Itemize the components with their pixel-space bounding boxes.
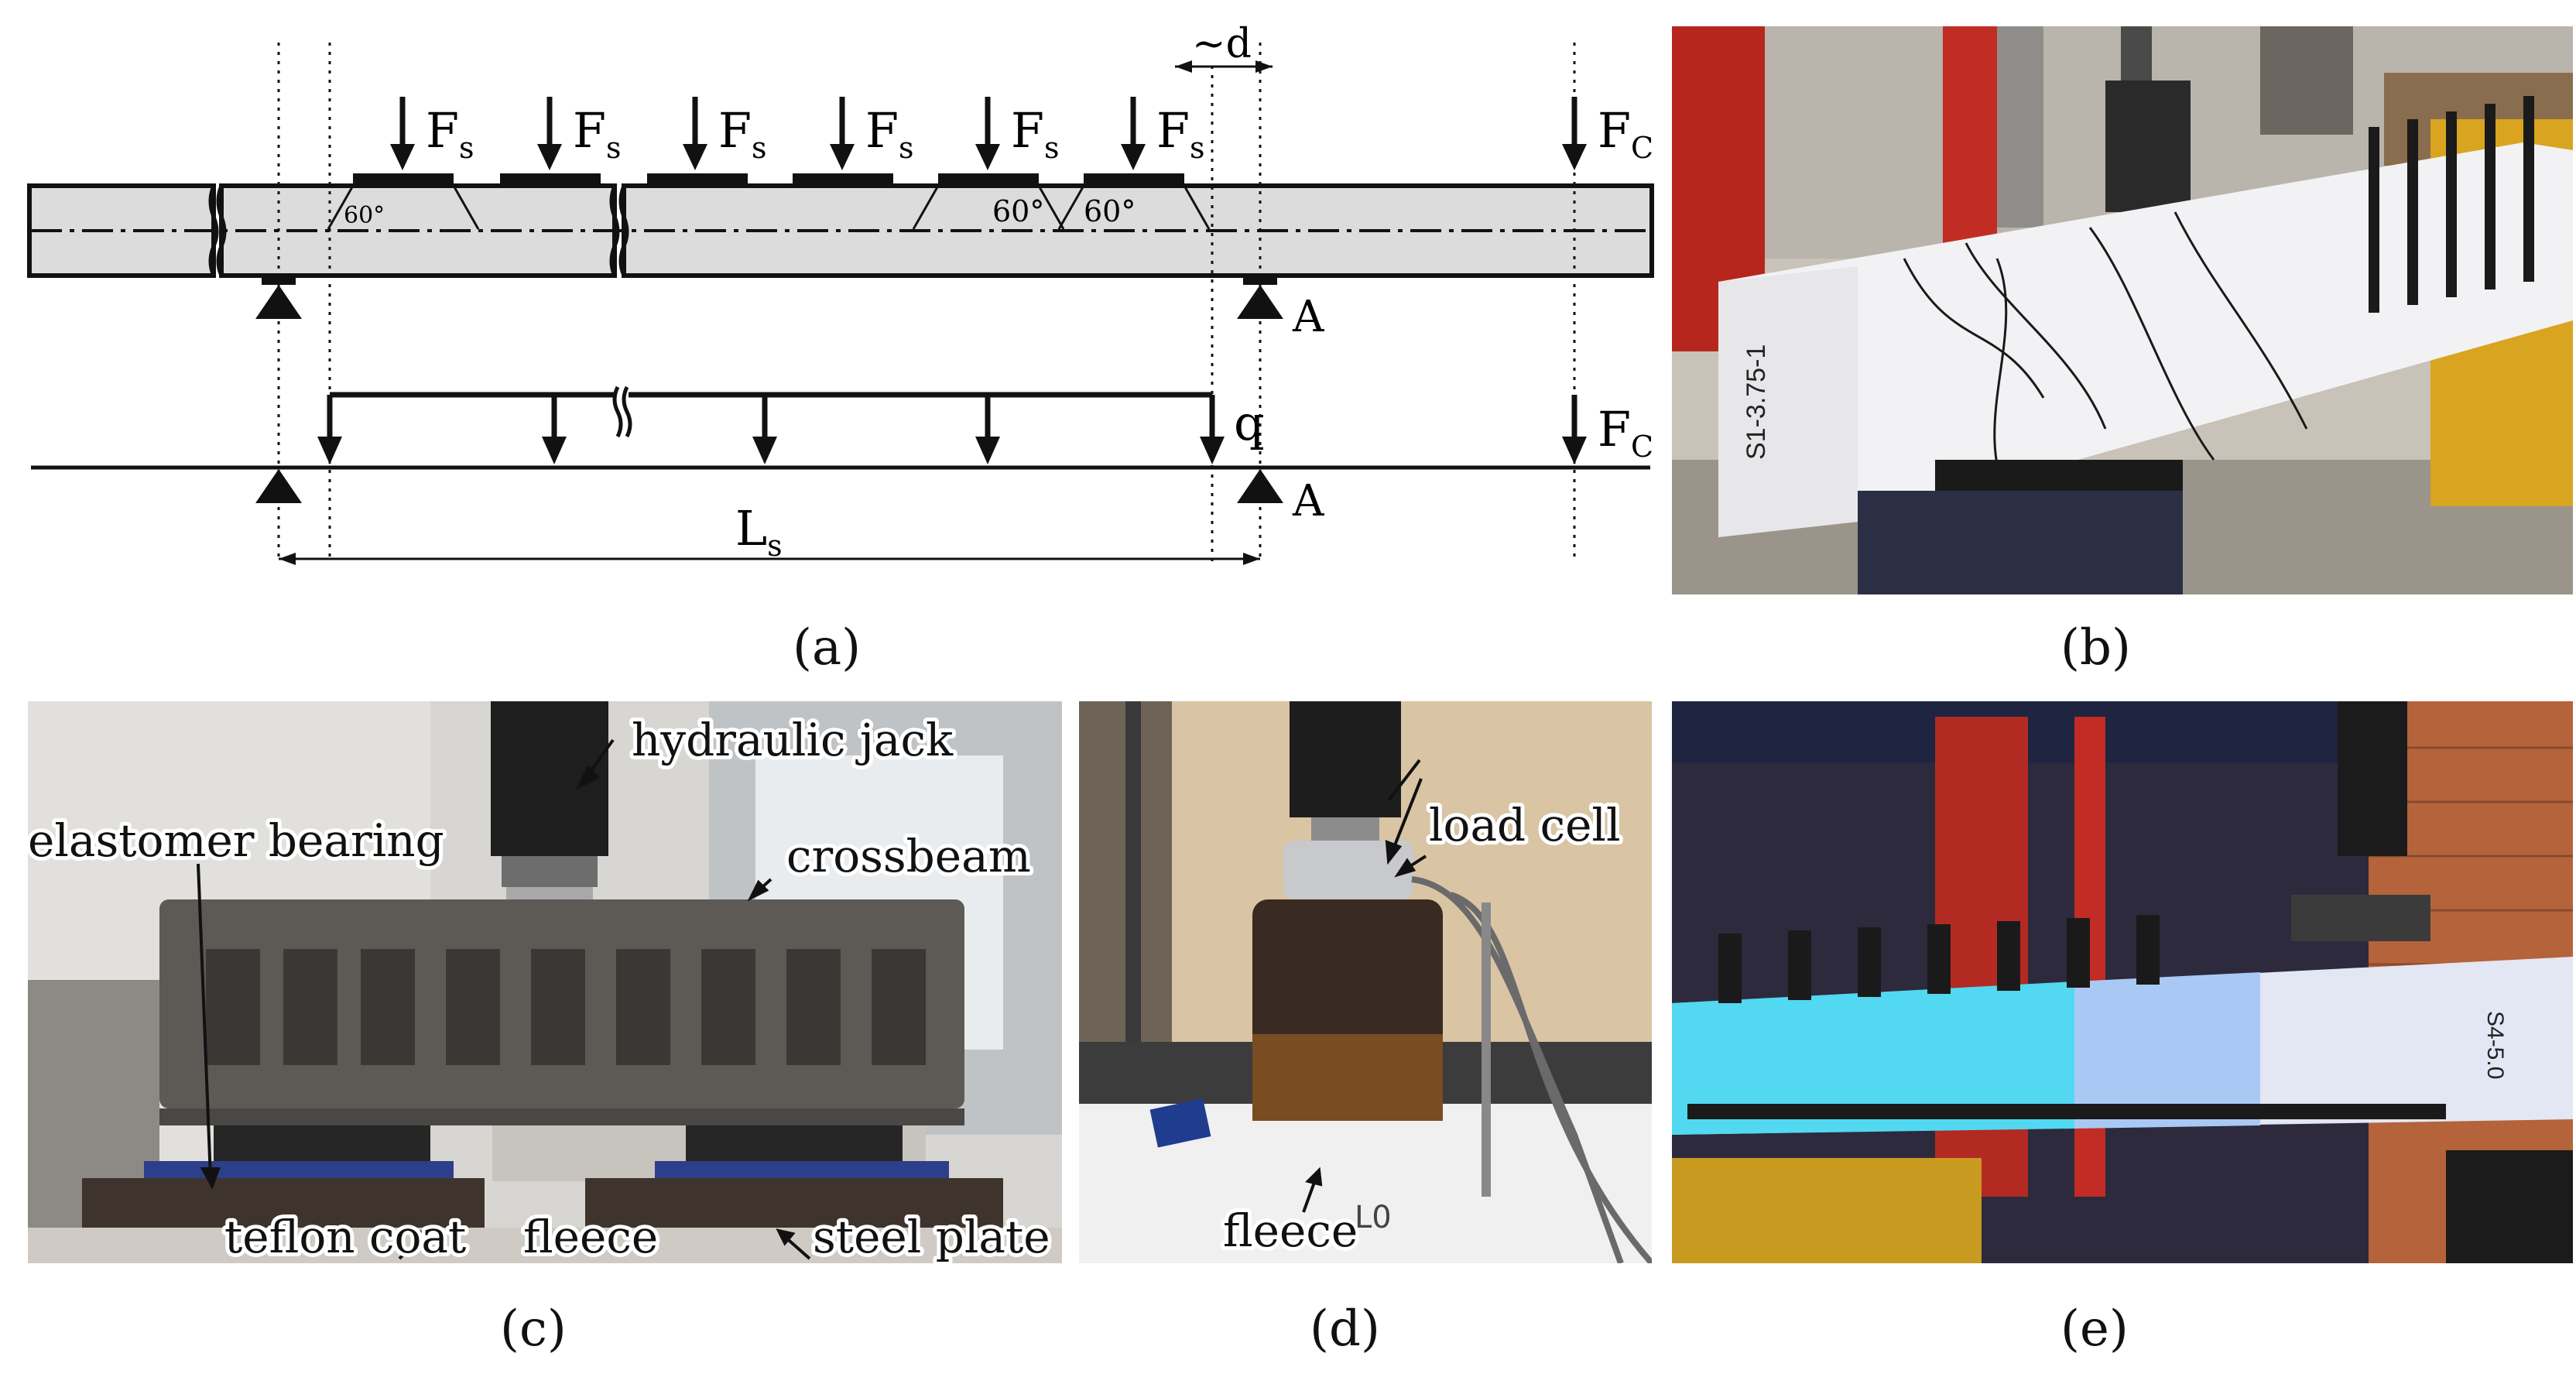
angle-label: 60° [1084,194,1136,228]
support-a-label: A [1292,476,1324,526]
svg-text:Fs: Fs [718,102,767,165]
photo-test-setup: S1-3.75-1 [1672,26,2573,594]
load-cell-body [1283,841,1413,899]
steel-plate-label: steel plate [813,1211,1050,1263]
photo-load-cell: load cell fleece L0 [1079,701,1652,1263]
teflon-coat-label: teflon coat [224,1211,466,1263]
reference-lines [277,43,1576,561]
svg-text:Fs: Fs [426,102,474,165]
panel-label-d: (d) [1310,1300,1380,1358]
photo-specimen-blue: S4-5.0 [1672,701,2573,1263]
crossbeam-label: crossbeam [786,830,1031,882]
support-left-upper [255,277,302,319]
svg-text:Fs: Fs [573,102,622,165]
static-system-diagram: 60° 60° 60° Fs Fs Fs Fs Fs Fs FC ~d A [27,21,1654,565]
span-dimension [279,553,1260,565]
fleece-label: fleece [1223,1204,1358,1257]
jack-cylinder [1290,701,1401,817]
load-spread-lines [327,185,1211,230]
point-load-labels: Fs Fs Fs Fs Fs Fs FC [426,102,1653,165]
specimen-label: S1-3.75-1 [1742,344,1771,460]
distributed-load-arrows [317,395,1587,464]
support-a-upper [1237,277,1283,319]
panel-label-e: (e) [2060,1300,2129,1358]
panel-label-b: (b) [2060,619,2131,677]
svg-text:Fs: Fs [1011,102,1060,165]
photo-crossbeam: hydraulic jack elastomer bearing crossbe… [28,701,1062,1263]
elastomer-bearing-label: elastomer bearing [28,814,444,867]
svg-text:Fs: Fs [865,102,914,165]
load-cell-label: load cell [1429,799,1621,851]
panel-label-a: (a) [793,619,862,677]
distributed-load-break [612,385,632,438]
panel-label-c: (c) [500,1300,567,1358]
hydraulic-jack-label: hydraulic jack [632,714,954,766]
svg-text:Fs: Fs [1156,102,1205,165]
angle-label: 60° [992,194,1044,228]
svg-text:FC: FC [1598,102,1653,165]
span-label: Ls [735,500,783,563]
distributed-load-frame [327,392,1215,440]
steel-plate-right [585,1178,1003,1228]
steel-plate-left [82,1178,485,1228]
distance-d-dimension [1175,60,1273,73]
distributed-load-q-label: q [1234,395,1265,451]
support-a-lower [1237,469,1283,503]
point-load-arrows [390,97,1587,170]
loading-plates [353,173,1184,186]
handwritten-marking: L0 [1355,1200,1392,1235]
distance-d-label: ~d [1192,21,1252,67]
support-a-label: A [1292,292,1324,342]
cantilever-force-label: FC [1598,401,1653,464]
fleece-label: fleece [523,1211,658,1263]
specimen-label: S4-5.0 [2482,1011,2508,1079]
support-left-lower [255,469,302,503]
angle-label: 60° [344,202,385,229]
concrete-beam [1718,142,2573,537]
